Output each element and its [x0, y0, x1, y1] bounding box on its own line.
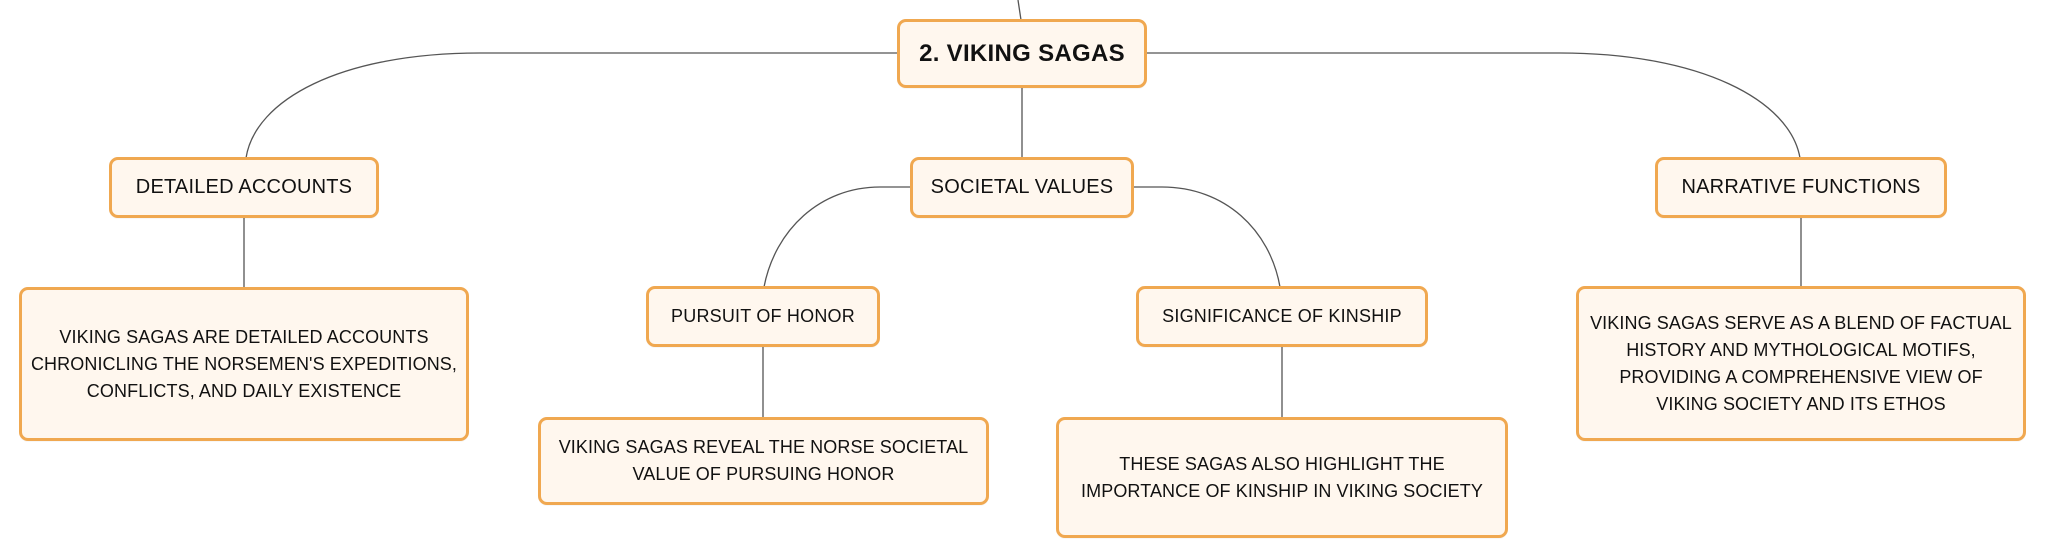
branch-node-label: DETAILED ACCOUNTS — [135, 176, 353, 198]
leaf-node-text: VIKING SAGAS ARE DETAILED ACCOUNTS CHRON… — [30, 326, 458, 401]
branch-node-narrative-functions[interactable]: NARRATIVE FUNCTIONS — [1655, 157, 1947, 218]
connector-societal-values-to-significance-of-kinship — [1133, 186, 1281, 288]
connector-root-to-detailed-accounts — [245, 52, 897, 159]
leaf-node-narrative-functions[interactable]: VIKING SAGAS SERVE AS A BLEND OF FACTUAL… — [1576, 286, 2026, 441]
leaf-node-detailed-accounts[interactable]: VIKING SAGAS ARE DETAILED ACCOUNTS CHRON… — [19, 287, 469, 441]
branch-node-label: SOCIETAL VALUES — [930, 176, 1114, 198]
leaf-node-text: VIKING SAGAS SERVE AS A BLEND OF FACTUAL… — [1590, 312, 2012, 414]
leaf-node-text: THESE SAGAS ALSO HIGHLIGHT THE IMPORTANC… — [1081, 453, 1483, 501]
branch-node-societal-values[interactable]: SOCIETAL VALUES — [910, 157, 1134, 218]
leaf-node-text: VIKING SAGAS REVEAL THE NORSE SOCIETAL V… — [558, 437, 969, 484]
sub-node-pursuit-of-honor[interactable]: PURSUIT OF HONOR — [646, 286, 880, 347]
root-node[interactable]: 2. VIKING SAGAS — [897, 19, 1147, 88]
connector-parent-to-root — [1017, 0, 1022, 21]
leaf-node-significance-of-kinship[interactable]: THESE SAGAS ALSO HIGHLIGHT THE IMPORTANC… — [1056, 417, 1508, 538]
branch-node-detailed-accounts[interactable]: DETAILED ACCOUNTS — [109, 157, 379, 218]
connector-societal-values-to-pursuit-of-honor — [763, 186, 911, 288]
branch-node-label: NARRATIVE FUNCTIONS — [1681, 176, 1921, 198]
connector-root-to-narrative-functions — [1147, 52, 1801, 159]
sub-node-label: PURSUIT OF HONOR — [671, 306, 855, 326]
sub-node-significance-of-kinship[interactable]: SIGNIFICANCE OF KINSHIP — [1136, 286, 1428, 347]
sub-node-label: SIGNIFICANCE OF KINSHIP — [1162, 306, 1402, 326]
leaf-node-pursuit-of-honor[interactable]: VIKING SAGAS REVEAL THE NORSE SOCIETAL V… — [538, 417, 989, 505]
root-node-label: 2. VIKING SAGAS — [919, 39, 1125, 67]
